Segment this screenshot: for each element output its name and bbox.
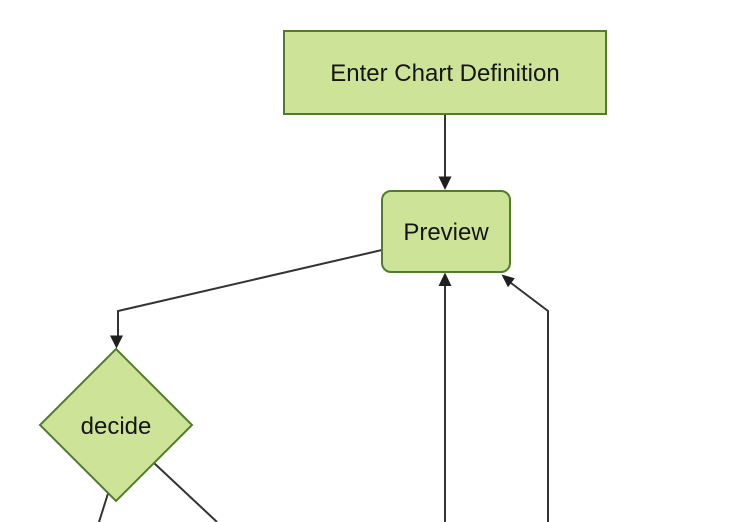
- node-enter-chart-definition-label: Enter Chart Definition: [330, 60, 559, 87]
- edge-line: [153, 462, 218, 522]
- node-preview: Preview: [381, 190, 511, 273]
- node-decide: decide: [38, 347, 194, 503]
- edge-preview-to-decide-arrowhead: [110, 335, 123, 349]
- edge-offscreen-bottom-right-to-preview: [501, 274, 549, 522]
- edge-line: [117, 249, 383, 337]
- edge-offscreen-bottom-center-to-preview: [438, 272, 452, 522]
- edge-offscreen-to-preview-corner-arrowhead: [501, 274, 515, 288]
- node-preview-shape: [381, 190, 511, 273]
- edge-line: [98, 493, 109, 522]
- node-decide-label: decide: [81, 413, 152, 440]
- edge-enter-to-preview-arrowhead: [438, 176, 452, 190]
- edge-enter-chart-definition-to-preview: [438, 114, 452, 190]
- edge-line: [510, 282, 549, 522]
- node-enter-chart-definition: Enter Chart Definition: [283, 30, 607, 115]
- node-preview-label: Preview: [403, 219, 489, 246]
- edge-decide-to-offscreen-bottom-right: [153, 462, 218, 522]
- edge-offscreen-to-preview-bottom-arrowhead: [438, 272, 452, 286]
- node-decide-shape: [38, 347, 194, 503]
- edge-preview-to-decide: [110, 249, 383, 349]
- node-enter-chart-definition-shape: [283, 30, 607, 115]
- edge-decide-to-offscreen-bottom-left: [98, 493, 109, 522]
